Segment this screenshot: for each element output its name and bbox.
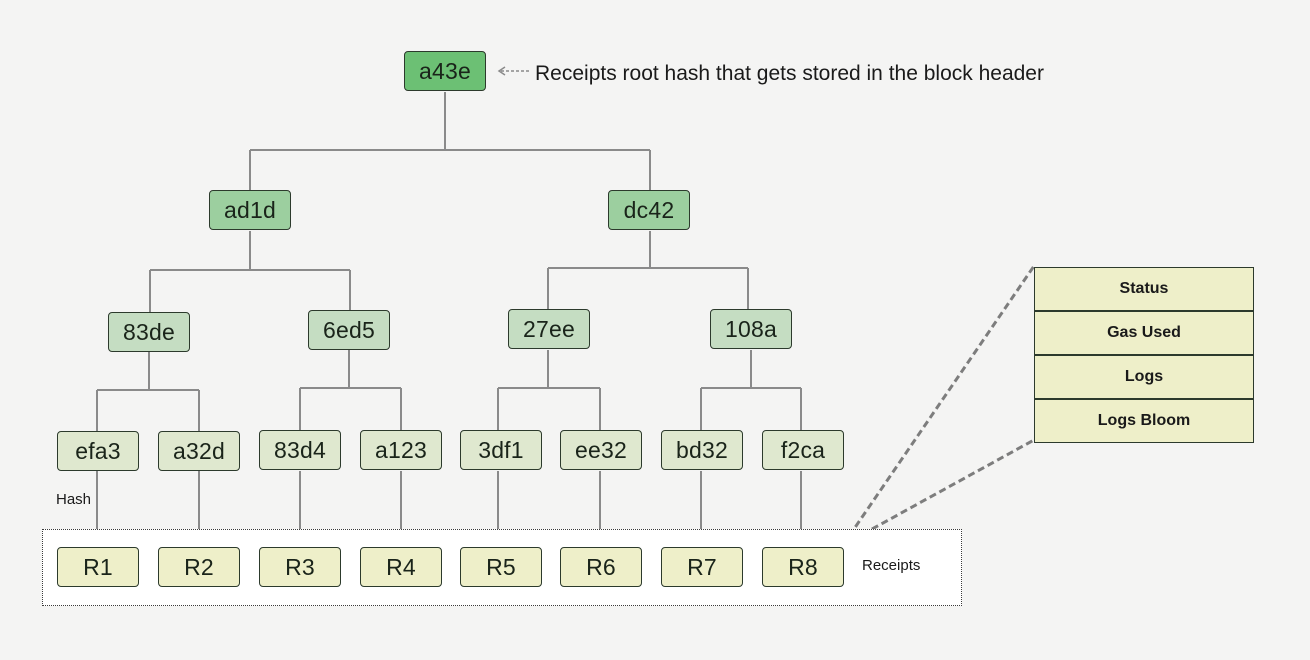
receipt-node: R4 [360, 547, 442, 587]
hash-node: 83d4 [259, 430, 341, 470]
hash-node: bd32 [661, 430, 743, 470]
edge-108a-l3 [700, 350, 802, 430]
hash-node: 83de [108, 312, 190, 352]
edge-dc42-l2 [547, 231, 749, 309]
edge-83de-l3 [96, 352, 200, 431]
root-caption: Receipts root hash that gets stored in t… [535, 62, 1044, 85]
hash-node: 6ed5 [308, 310, 390, 350]
receipt-node: R6 [560, 547, 642, 587]
receipts-label: Receipts [862, 557, 921, 574]
root-hash-node: a43e [404, 51, 486, 91]
receipt-node: R8 [762, 547, 844, 587]
hash-node: ad1d [209, 190, 291, 230]
zoom-line-top [841, 265, 1036, 546]
field-logs-bloom: Logs Bloom [1035, 400, 1253, 442]
hash-node: efa3 [57, 431, 139, 471]
field-gas-used: Gas Used [1035, 312, 1253, 354]
edge-6ed5-l3 [299, 350, 402, 430]
field-status: Status [1035, 268, 1253, 310]
hash-node: 108a [710, 309, 792, 349]
hash-node: a123 [360, 430, 442, 470]
receipt-node: R1 [57, 547, 139, 587]
field-logs: Logs [1035, 356, 1253, 398]
receipt-node: R3 [259, 547, 341, 587]
hash-label: Hash [56, 491, 92, 508]
receipt-fields-panel: Status Gas Used Logs Logs Bloom [1034, 267, 1254, 443]
hash-node: 27ee [508, 309, 590, 349]
edge-ad1d-l2 [149, 231, 351, 312]
receipt-node: R5 [460, 547, 542, 587]
zoom-line-bottom [842, 438, 1035, 547]
hash-node: dc42 [608, 190, 690, 230]
receipt-node: R2 [158, 547, 240, 587]
edge-27ee-l3 [497, 350, 601, 430]
edge-l3-receipts [96, 471, 802, 547]
edge-root-l1 [249, 92, 651, 190]
hash-node: ee32 [560, 430, 642, 470]
hash-node: f2ca [762, 430, 844, 470]
receipt-node: R7 [661, 547, 743, 587]
hash-node: a32d [158, 431, 240, 471]
hash-node: 3df1 [460, 430, 542, 470]
